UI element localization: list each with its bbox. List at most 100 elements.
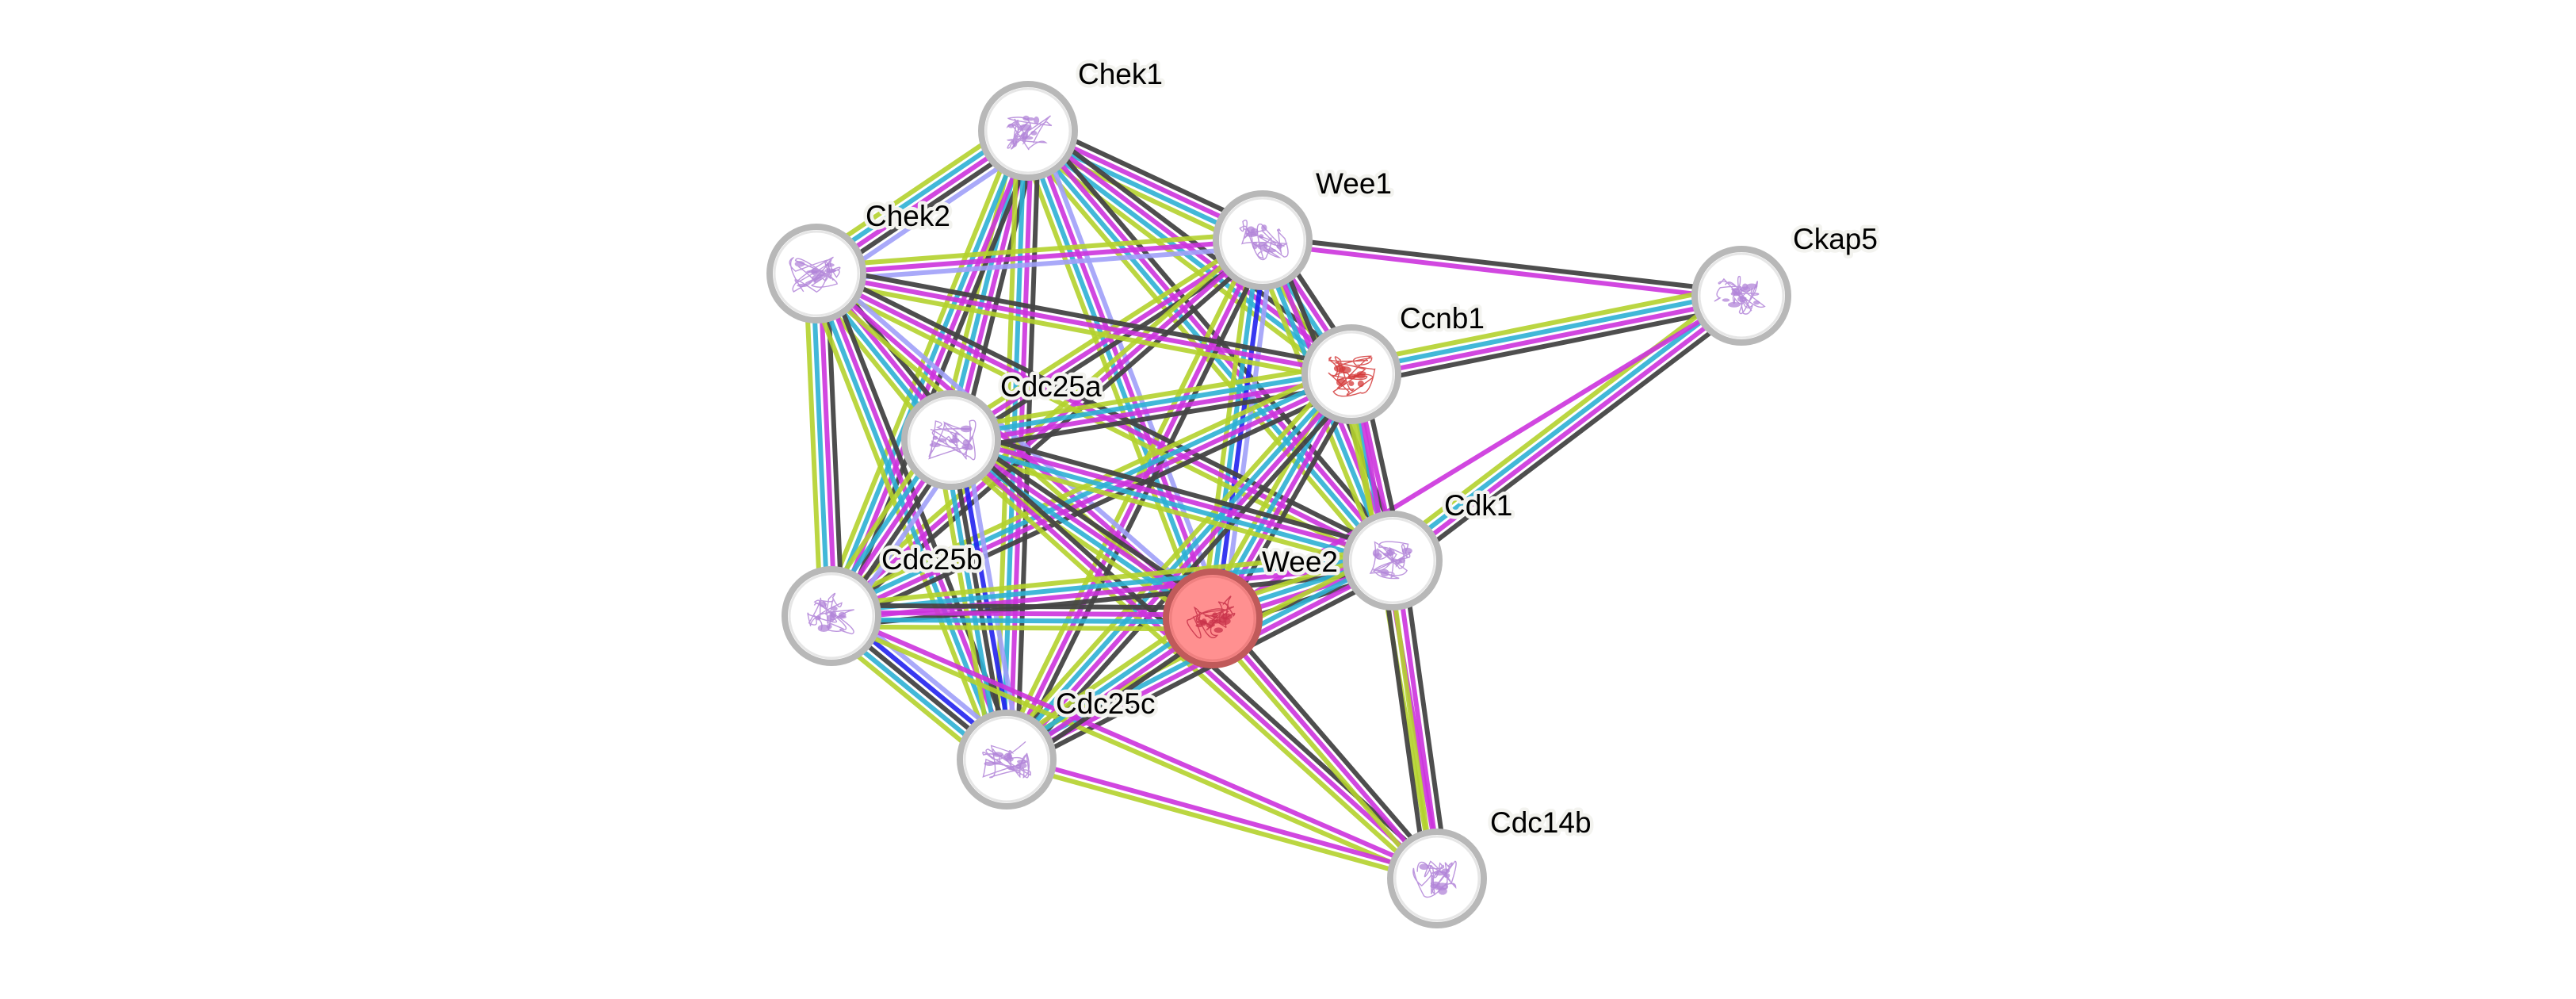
helix-icon xyxy=(825,262,835,267)
edge-cdc25a-cdk1[interactable] xyxy=(947,427,1397,573)
helix-icon xyxy=(938,438,946,442)
node-inner-shadow xyxy=(1169,575,1256,662)
edge-cdk1-cdc14b[interactable] xyxy=(1379,558,1450,881)
node-cdc14b[interactable] xyxy=(1387,829,1487,928)
evidence-line-databases xyxy=(831,617,1213,625)
node-cdc25c[interactable] xyxy=(957,710,1057,810)
helix-icon xyxy=(815,615,821,621)
node-wee2[interactable] xyxy=(1163,568,1263,668)
evidence-line-coexpression xyxy=(835,381,1357,628)
node-circle[interactable] xyxy=(1163,568,1263,668)
node-label-wee1: Wee1 xyxy=(1316,167,1392,200)
helix-icon xyxy=(1443,873,1450,878)
node-label-chek1: Chek1 xyxy=(1078,58,1163,90)
evidence-line-coexpression xyxy=(1397,302,1749,572)
node-circle[interactable] xyxy=(1213,190,1313,290)
evidence-line-experiments xyxy=(831,375,1355,622)
helix-icon xyxy=(817,624,830,633)
helix-icon xyxy=(1336,378,1347,387)
edge-cdc25b-wee2[interactable] xyxy=(831,603,1213,632)
evidence-line-textmining xyxy=(826,362,1348,609)
protein-structure-icon xyxy=(1187,595,1236,639)
edge-ccnb1-cdc25a[interactable] xyxy=(949,361,1354,454)
helix-icon xyxy=(1354,373,1359,378)
protein-structure-icon xyxy=(1412,860,1457,898)
helix-icon xyxy=(1372,549,1380,557)
evidence-line-textmining xyxy=(996,365,1346,754)
evidence-line-textmining xyxy=(831,624,1213,632)
evidence-line-textmining xyxy=(943,446,1209,630)
helix-icon xyxy=(1722,298,1730,302)
evidence-line-coexpression xyxy=(831,603,1213,610)
edge-wee1-ckap5[interactable] xyxy=(1262,234,1742,302)
node-ccnb1[interactable] xyxy=(1301,324,1401,424)
helix-icon xyxy=(797,283,808,288)
evidence-line-experiments xyxy=(831,610,1213,618)
node-label-wee2: Wee2 xyxy=(1262,545,1338,578)
evidence-line-textmining xyxy=(1386,561,1436,880)
evidence-line-experiments xyxy=(816,238,1263,276)
evidence-line-databases xyxy=(950,368,1351,439)
node-label-cdc25a: Cdc25a xyxy=(1000,370,1102,403)
helix-icon xyxy=(1727,301,1741,308)
node-inner-shadow xyxy=(1698,252,1785,339)
helix-icon xyxy=(811,270,816,274)
edge-ccnb1-cdc25b[interactable] xyxy=(826,362,1357,628)
evidence-line-experiments xyxy=(1007,131,1034,760)
evidence-line-experiments xyxy=(817,273,838,616)
helix-icon xyxy=(1263,248,1277,253)
edge-ckap5-ccnb1[interactable] xyxy=(1348,282,1745,388)
helix-icon xyxy=(1259,234,1264,239)
evidence-line-homology xyxy=(1221,241,1276,621)
node-ckap5[interactable] xyxy=(1691,246,1791,346)
helix-icon xyxy=(831,606,838,611)
node-chek2[interactable] xyxy=(766,224,866,323)
evidence-line-textmining xyxy=(949,361,1351,432)
helix-icon xyxy=(1250,228,1259,235)
helix-icon xyxy=(1221,613,1233,620)
evidence-line-textmining xyxy=(814,278,1351,384)
evidence-line-coexpression xyxy=(1401,558,1450,878)
evidence-line-databases xyxy=(950,441,1393,567)
helix-icon xyxy=(824,268,836,274)
node-wee1[interactable] xyxy=(1213,190,1313,290)
edge-cdc25c-cdc14b[interactable] xyxy=(1005,753,1439,885)
edge-chek2-ccnb1[interactable] xyxy=(814,264,1354,384)
evidence-line-experiments xyxy=(1393,559,1443,878)
evidence-line-experiments xyxy=(816,271,1352,377)
helix-icon xyxy=(1430,883,1439,889)
evidence-line-databases xyxy=(810,274,831,617)
helix-icon xyxy=(1012,139,1018,147)
helix-icon xyxy=(1746,283,1758,289)
evidence-line-textmining xyxy=(1348,282,1740,366)
node-circle[interactable] xyxy=(1691,246,1791,346)
edge-ckap5-cdk1[interactable] xyxy=(1385,285,1749,572)
helix-icon xyxy=(950,438,960,443)
evidence-line-experiments xyxy=(951,434,1394,560)
node-circle[interactable] xyxy=(1387,829,1487,928)
evidence-line-textmining xyxy=(830,547,1392,608)
node-inner-shadow xyxy=(1393,835,1481,922)
helix-icon xyxy=(932,435,938,440)
node-label-chek2: Chek2 xyxy=(866,200,950,232)
node-chek1[interactable] xyxy=(978,81,1078,181)
helix-icon xyxy=(1030,130,1038,136)
edge-cdc25b-cdc14b[interactable] xyxy=(829,610,1439,884)
helix-icon xyxy=(992,752,1003,757)
node-inner-shadow xyxy=(1308,331,1395,418)
edge-wee1-chek2[interactable] xyxy=(816,231,1263,283)
node-cdc25a[interactable] xyxy=(901,390,1001,490)
helix-icon xyxy=(1007,124,1015,128)
node-cdk1[interactable] xyxy=(1343,511,1443,610)
node-cdc25b[interactable] xyxy=(782,566,881,666)
helix-icon xyxy=(1252,241,1258,250)
helix-icon xyxy=(1003,752,1013,760)
protein-structure-icon xyxy=(982,741,1031,779)
helix-icon xyxy=(1433,871,1447,876)
node-inner-shadow xyxy=(908,396,995,484)
helix-icon xyxy=(992,761,1002,765)
edge-wee2-cdc14b[interactable] xyxy=(1205,612,1445,885)
evidence-line-experiments xyxy=(951,375,1353,446)
helix-icon xyxy=(1261,224,1267,232)
